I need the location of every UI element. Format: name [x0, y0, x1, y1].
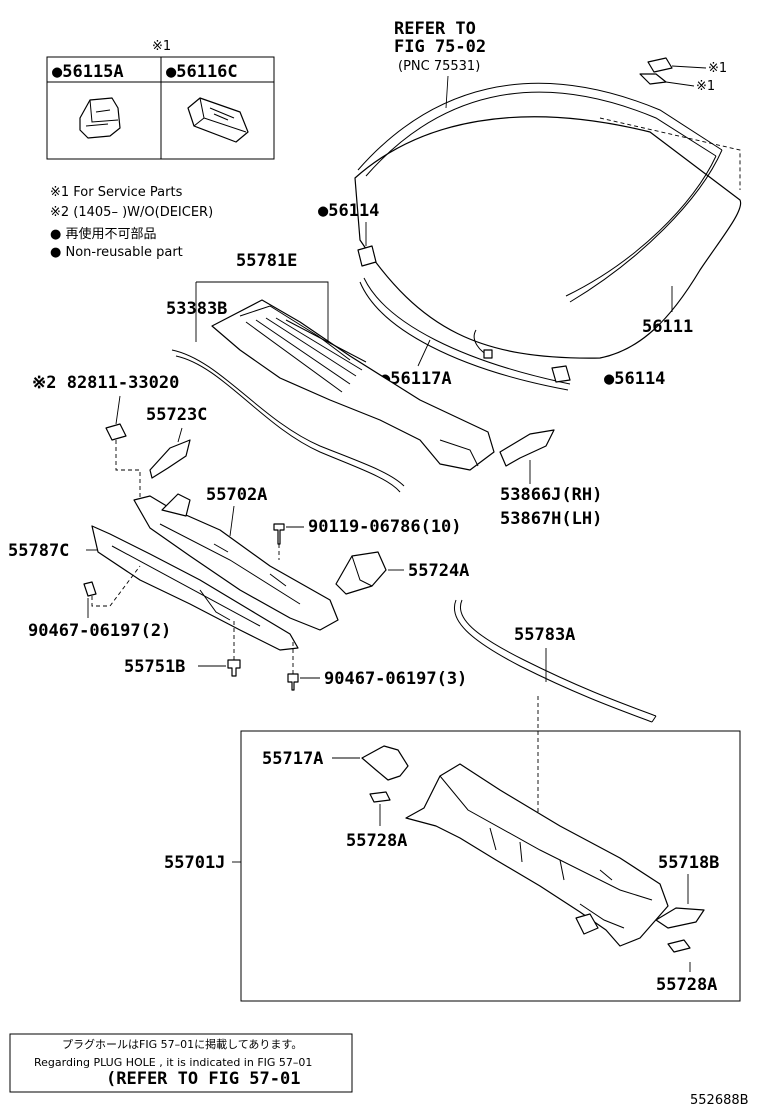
- windshield-glass: [354, 116, 742, 359]
- bolt-90119: [273, 523, 285, 545]
- cowl-top-frame: [240, 730, 741, 1002]
- bracket-55724A: [335, 551, 387, 595]
- cowl-panel-55787C: [91, 525, 299, 651]
- part-label-55702A[interactable]: 55702A: [206, 485, 267, 505]
- part-label-53867H[interactable]: 53867H(LH): [500, 509, 602, 529]
- clip-56114-upper: [357, 245, 377, 267]
- bracket-55717A: [361, 745, 409, 781]
- note-service-parts: ※1 For Service Parts: [50, 185, 183, 200]
- clip-56115A-drawing: [79, 97, 121, 139]
- part-label-55728A-lower[interactable]: 55728A: [656, 975, 717, 995]
- part-label-56114-lower[interactable]: ●56114: [604, 369, 665, 389]
- cowl-louver-55781E: [211, 299, 495, 471]
- footer-note-frame: [9, 1033, 353, 1093]
- refer-line1: REFER TO: [394, 19, 476, 39]
- diagram-id: 552688B: [690, 1093, 749, 1108]
- part-label-55701J[interactable]: 55701J: [164, 853, 225, 873]
- footer-note-refer[interactable]: (REFER TO FIG 57-01: [106, 1069, 300, 1089]
- bracket-55718B: [655, 907, 705, 929]
- part-label-55723C[interactable]: 55723C: [146, 405, 207, 425]
- part-label-55751B[interactable]: 55751B: [124, 657, 185, 677]
- mark-service-1a: ※1: [708, 61, 727, 76]
- bracket-55723C: [149, 439, 191, 479]
- cowl-top-55701J: [405, 763, 669, 947]
- connector-82811: [105, 423, 127, 441]
- cowl-side-cover: [499, 429, 555, 484]
- service-clip-b: [639, 73, 667, 85]
- part-label-55781E[interactable]: 55781E: [236, 251, 297, 271]
- part-label-55787C[interactable]: 55787C: [8, 541, 69, 561]
- part-label-55718B[interactable]: 55718B: [658, 853, 719, 873]
- cowl-panel-55702A: [133, 493, 339, 631]
- note-non-reusable-jp: ● 再使用不可部品: [50, 226, 156, 242]
- pad-55728A-upper: [369, 791, 391, 803]
- service-box-title: ※1: [152, 39, 171, 54]
- part-label-56114-upper[interactable]: ●56114: [318, 201, 379, 221]
- footer-note-en: Regarding PLUG HOLE , it is indicated in…: [34, 1056, 312, 1069]
- seal-53383B: [171, 349, 405, 493]
- clip-56116C-drawing: [187, 97, 249, 143]
- windshield-assembly: [354, 57, 742, 391]
- part-label-56117A[interactable]: ●56117A: [380, 369, 452, 389]
- refer-line2: FIG 75-02: [394, 37, 486, 57]
- part-label-55724A[interactable]: 55724A: [408, 561, 469, 581]
- part-label-53866J[interactable]: 53866J(RH): [500, 485, 602, 505]
- part-label-55717A[interactable]: 55717A: [262, 749, 323, 769]
- clip-56114-lower: [551, 365, 571, 383]
- note-non-reusable-en: ● Non-reusable part: [50, 245, 183, 260]
- footer-note-jp: プラグホールはFIG 57–01に掲載してあります。: [62, 1037, 302, 1051]
- service-parts-box: ※1 ●56115A ●56116C: [46, 39, 275, 160]
- service-clip-a: [647, 57, 673, 73]
- pad-55728A-lower: [667, 939, 691, 953]
- note-deicer: ※2 (1405– )W/O(DEICER): [50, 205, 213, 220]
- grommet-55751B: [227, 659, 241, 677]
- refer-windshield-block[interactable]: REFER TO FIG 75-02 (PNC 75531): [394, 19, 486, 109]
- part-label-90467-06197-3[interactable]: 90467-06197(3): [324, 669, 467, 689]
- seal-55783A: [454, 599, 657, 723]
- part-label-53383B[interactable]: 53383B: [166, 299, 227, 319]
- clip-90467-right: [287, 673, 299, 691]
- mark-service-1b: ※1: [696, 79, 715, 94]
- part-label-90467-06197-2[interactable]: 90467-06197(2): [28, 621, 171, 641]
- part-label-90119-06786[interactable]: 90119-06786(10): [308, 517, 462, 537]
- part-label-56116C[interactable]: ●56116C: [166, 62, 238, 82]
- part-label-56111[interactable]: 56111: [642, 317, 693, 337]
- part-label-55728A-upper[interactable]: 55728A: [346, 831, 407, 851]
- part-label-55783A[interactable]: 55783A: [514, 625, 575, 645]
- clip-90467-left: [83, 581, 97, 597]
- refer-line3: (PNC 75531): [398, 59, 480, 74]
- notes-block: ※1 For Service Parts ※2 (1405– )W/O(DEIC…: [50, 185, 213, 260]
- part-label-56115A[interactable]: ●56115A: [52, 62, 124, 82]
- part-label-82811-33020[interactable]: ※2 82811-33020: [32, 373, 179, 393]
